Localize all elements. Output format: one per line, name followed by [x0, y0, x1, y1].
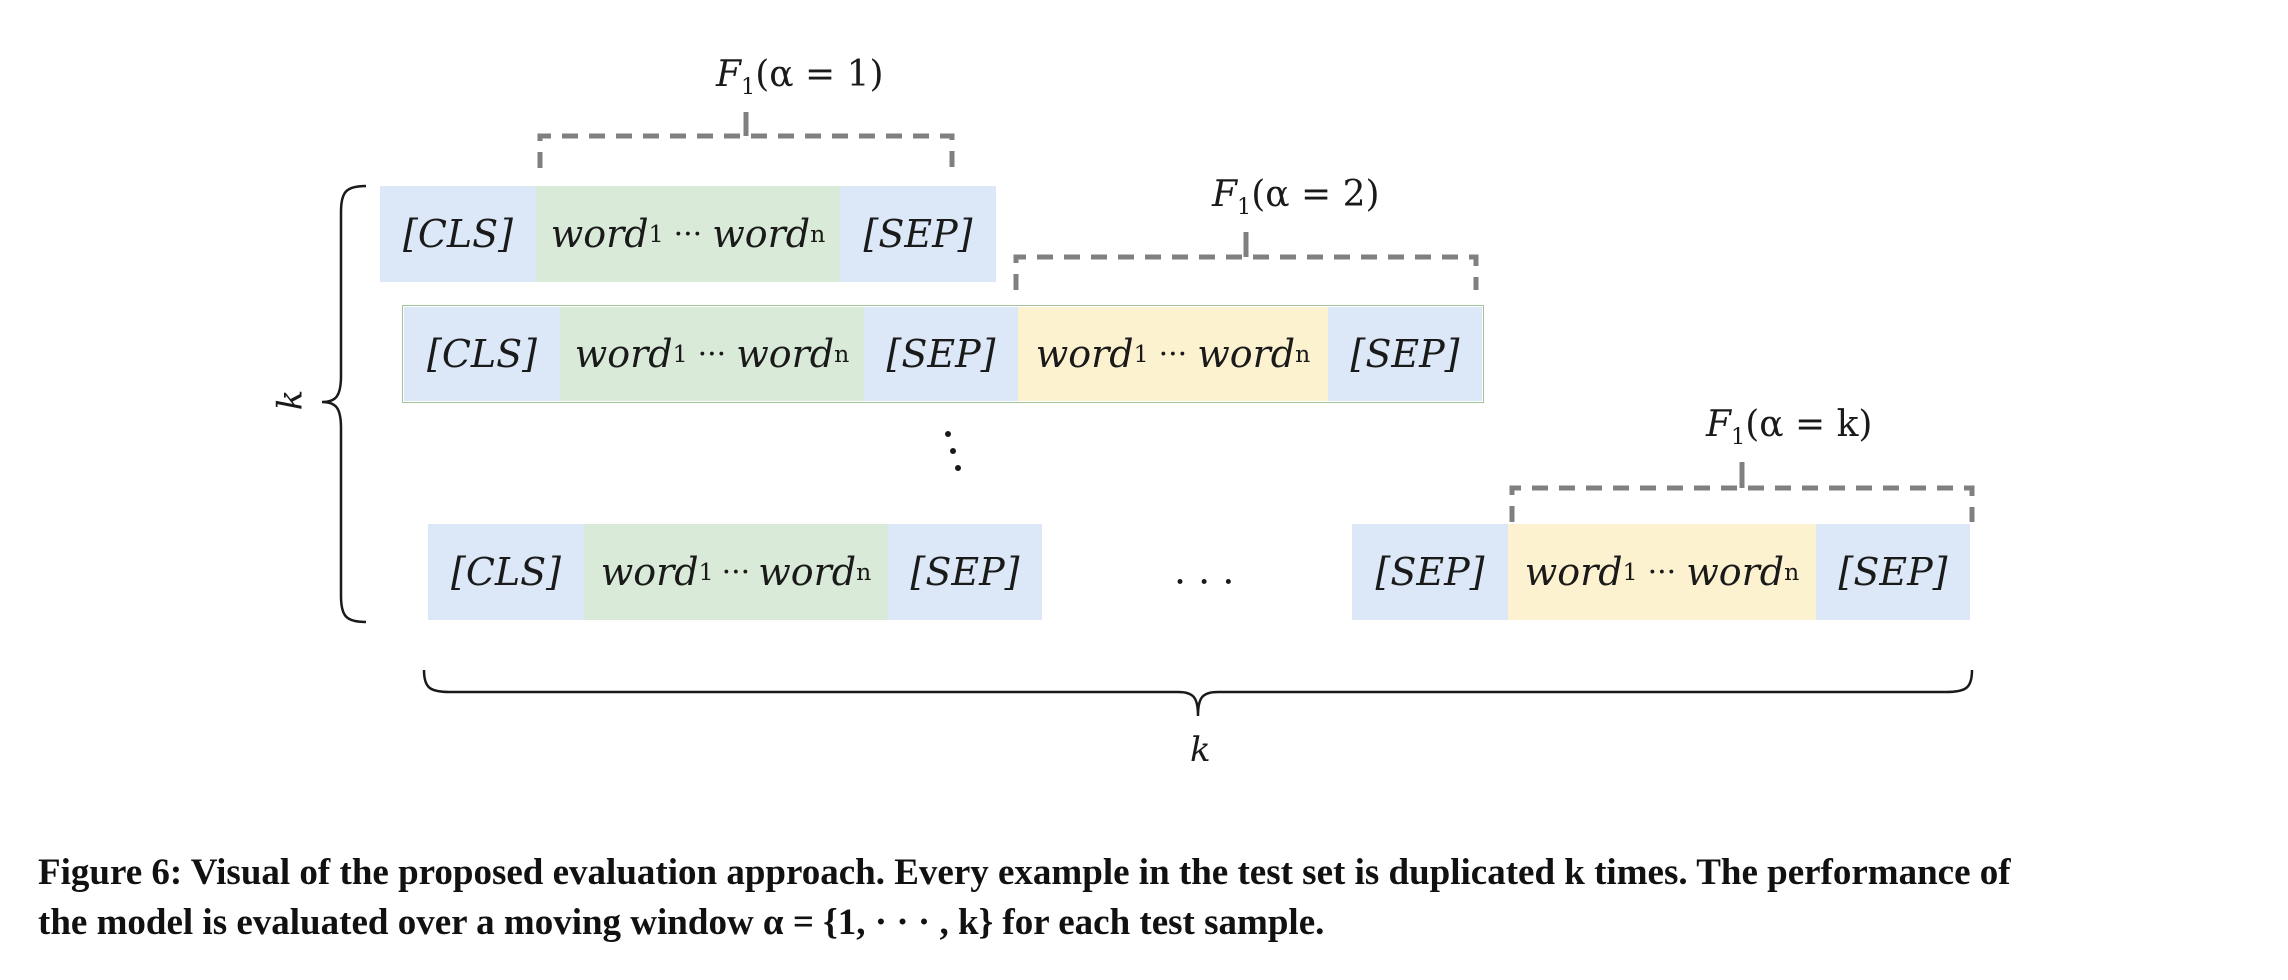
bottom-brace [422, 669, 1974, 717]
window-bracket-2 [1013, 232, 1479, 290]
caption-line-1: Figure 6: Visual of the proposed evaluat… [38, 852, 2011, 893]
row2-frame [402, 305, 1484, 403]
f1-label-alpha-2: F1(α = 2) [1212, 174, 1380, 220]
f1-label-alpha-1: F1(α = 1) [716, 54, 884, 100]
window-bracket-k [1509, 462, 1975, 522]
row2-cls-token: [CLS] [404, 307, 560, 401]
figure-caption: Figure 6: Visual of the proposed evaluat… [38, 848, 2258, 948]
rowk-cls-token: [CLS] [428, 524, 584, 620]
window-bracket-1 [537, 112, 955, 168]
vertical-dots [945, 431, 961, 471]
left-k-label: k [270, 389, 311, 411]
left-brace [321, 184, 367, 624]
horizontal-dots: · · · [1174, 560, 1235, 604]
row1-sep-token: [SEP] [840, 186, 996, 282]
row2-sep-token-1: [SEP] [864, 307, 1018, 401]
bottom-k-label: k [1190, 730, 1211, 770]
rowk-sep-token-2: [SEP] [1352, 524, 1508, 620]
row1-cls-token: [CLS] [380, 186, 536, 282]
rowk-sep-token-1: [SEP] [888, 524, 1042, 620]
row2-sep-token-2: [SEP] [1328, 307, 1482, 401]
caption-line-2: the model is evaluated over a moving win… [38, 902, 1325, 943]
rowk-sep-token-3: [SEP] [1816, 524, 1970, 620]
f1-label-alpha-k: F1(α = k) [1706, 404, 1873, 450]
